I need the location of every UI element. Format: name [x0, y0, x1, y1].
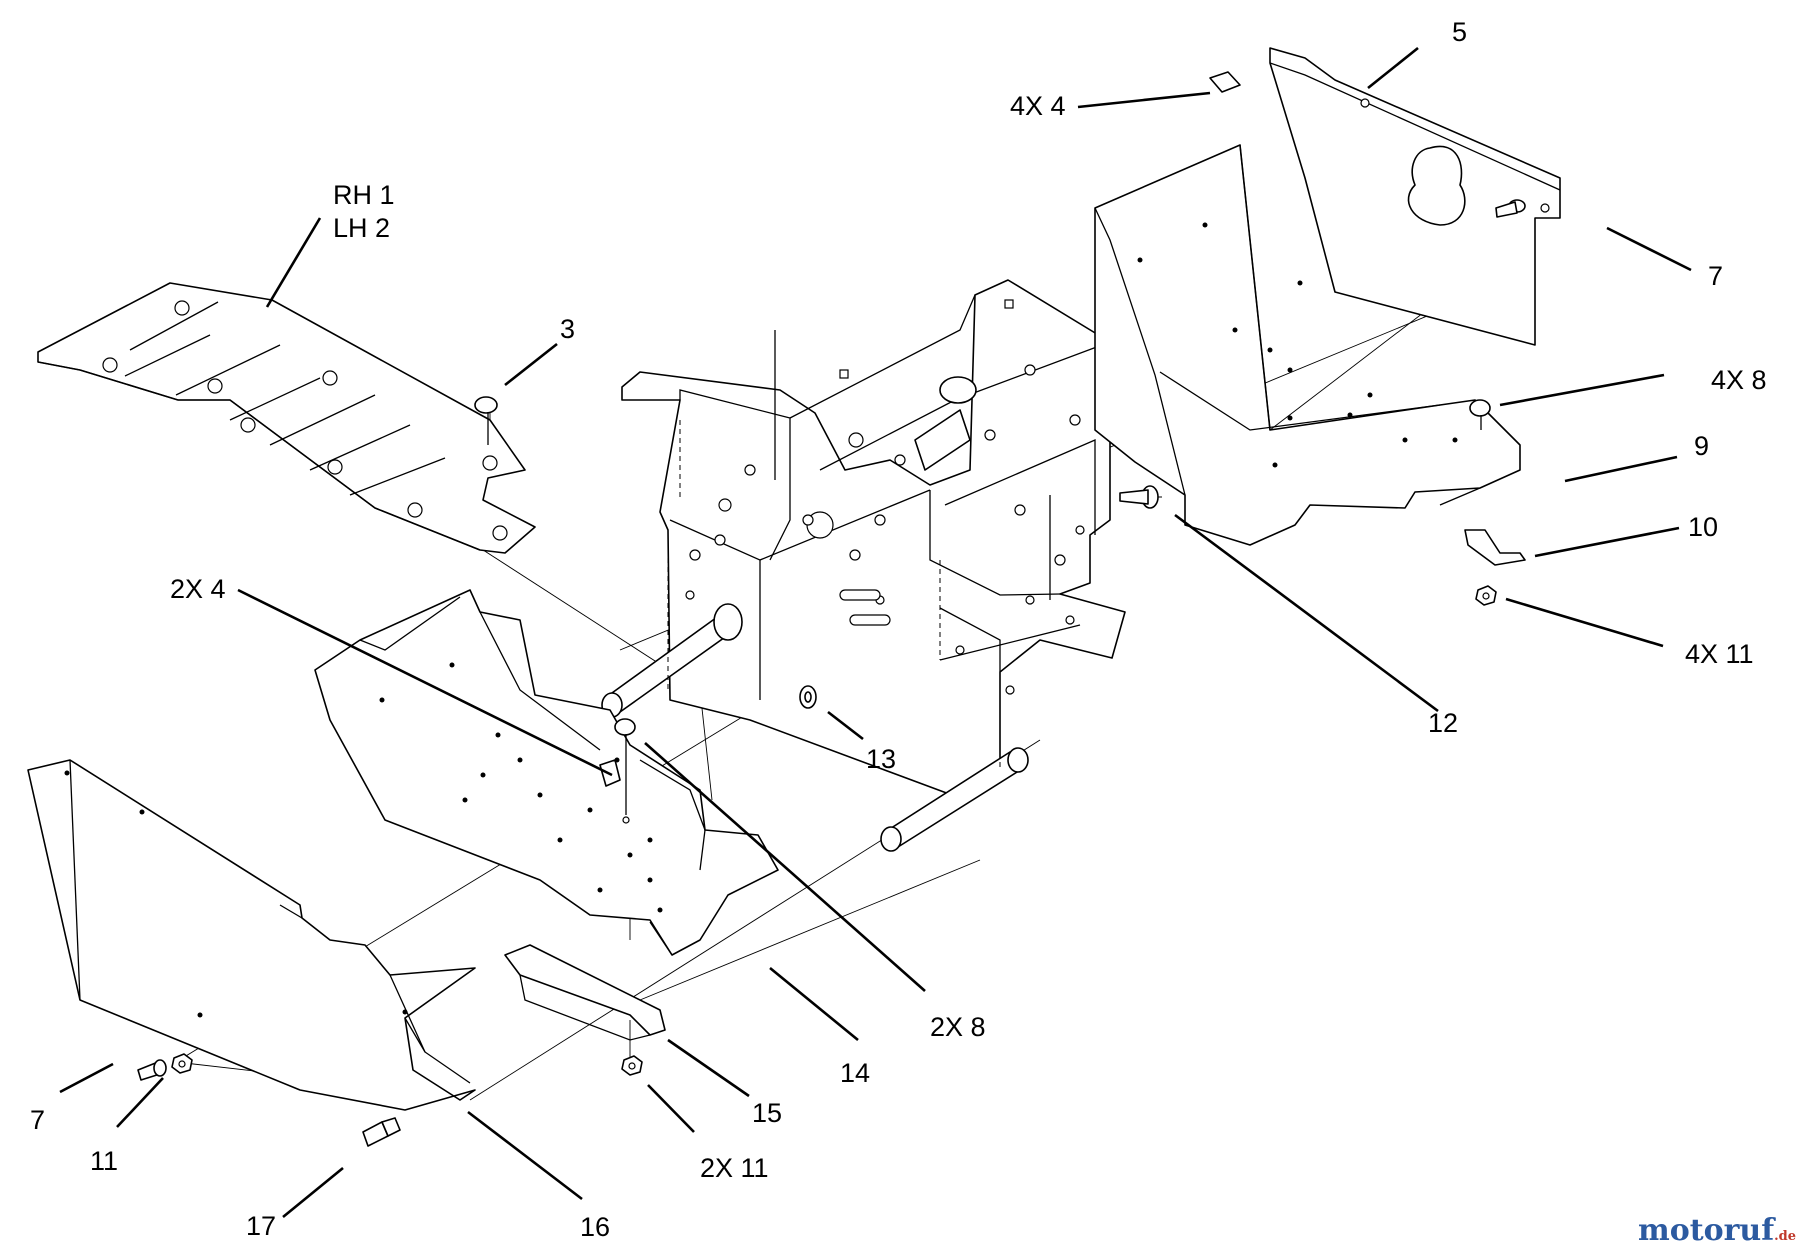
bracket-15 — [504, 944, 666, 1041]
side-plate-9 — [1094, 144, 1521, 546]
side-panel-16 — [27, 759, 476, 1111]
axle-tube-lower — [880, 747, 1029, 852]
carriage-bolt-3 — [474, 396, 498, 445]
nut-11-center — [621, 1055, 643, 1076]
callout-2x11: 2X 11 — [700, 1153, 769, 1183]
callout-16: 16 — [580, 1212, 610, 1242]
axle-tube-upper — [601, 603, 743, 718]
nut-11-left — [171, 1053, 193, 1074]
main-frame-part — [601, 279, 1126, 852]
callout-17: 17 — [246, 1211, 276, 1241]
callout-5: 5 — [1452, 17, 1467, 47]
callout-rh1: RH 1 — [333, 180, 395, 210]
frame-holes — [685, 299, 1085, 695]
bolt-8-left — [614, 718, 636, 824]
callout-4x4: 4X 4 — [1010, 91, 1066, 121]
callout-15: 15 — [752, 1098, 782, 1128]
callout-13: 13 — [866, 744, 896, 774]
hidden-lines — [667, 420, 1001, 770]
bracket-10 — [1464, 529, 1526, 566]
footrest-plate-part — [37, 282, 536, 554]
callout-9: 9 — [1694, 431, 1709, 461]
svg-text:motoruf.de: motoruf.de — [1638, 1213, 1796, 1248]
callout-12: 12 — [1428, 708, 1458, 738]
rear-panel-5 — [1269, 47, 1561, 346]
clip-4 — [1209, 71, 1241, 93]
watermark-suffix: .de — [1774, 1229, 1796, 1244]
callout-7-top: 7 — [1708, 261, 1723, 291]
callout-lh2: LH 2 — [333, 213, 390, 243]
washer-13 — [799, 685, 817, 709]
callout-2x4: 2X 4 — [170, 574, 226, 604]
bolt-7-top — [1495, 199, 1526, 218]
callout-2x8: 2X 8 — [930, 1012, 986, 1042]
callout-11: 11 — [90, 1146, 118, 1176]
watermark-logo: motoruf.de — [1638, 1213, 1796, 1248]
floor-pan-14 — [314, 589, 779, 956]
callout-14: 14 — [840, 1058, 870, 1088]
cross-tube — [914, 376, 977, 471]
nut-11-right — [1475, 585, 1497, 606]
bolt-17 — [362, 1117, 401, 1147]
callout-4x11: 4X 11 — [1685, 639, 1754, 669]
watermark-brand: motoruf — [1638, 1213, 1776, 1248]
callout-10: 10 — [1688, 512, 1718, 542]
callout-7-bottom: 7 — [30, 1105, 45, 1135]
bolt-7-bottom — [137, 1059, 167, 1081]
bolt-12 — [1119, 485, 1159, 509]
callout-3: 3 — [560, 314, 575, 344]
leader-lines — [59, 46, 1692, 1219]
callout-4x8: 4X 8 — [1711, 365, 1767, 395]
bolt-8-right — [1469, 399, 1491, 430]
callout-labels: RH 1 LH 2 3 5 4X 4 7 4X 8 9 10 4X 11 12 … — [30, 17, 1767, 1242]
